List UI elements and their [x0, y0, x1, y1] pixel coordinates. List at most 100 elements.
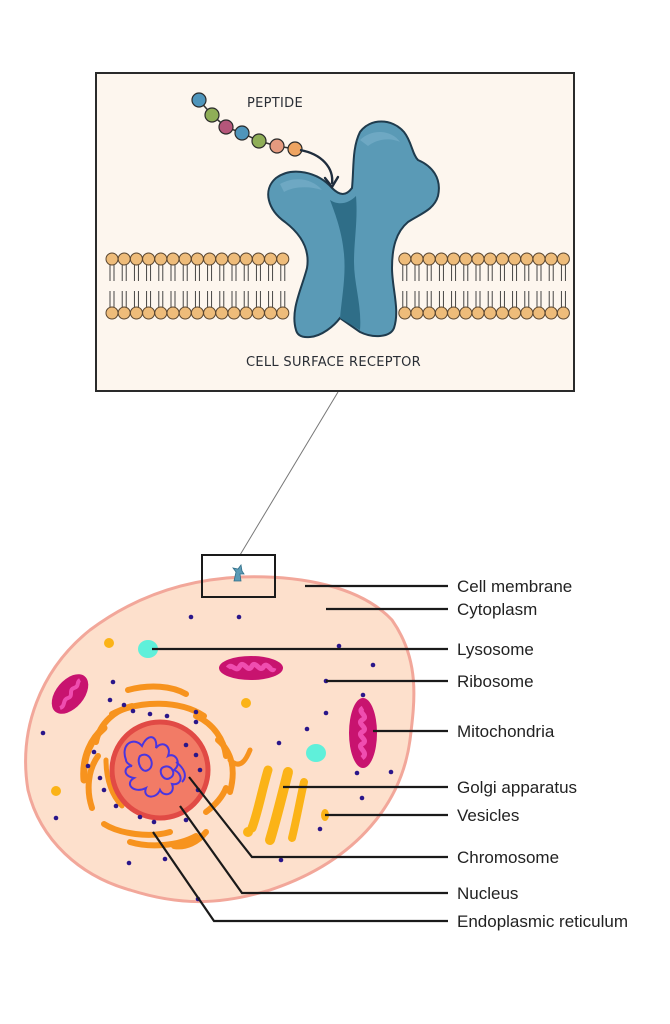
cell-surface-receptor — [267, 120, 440, 339]
lipid-bilayer — [105, 252, 570, 320]
lipid-tail — [170, 265, 176, 281]
lipid-head — [154, 306, 168, 320]
ribosome — [336, 643, 342, 649]
ribosome — [370, 662, 376, 668]
lipid-head — [556, 306, 570, 320]
lipid-head — [215, 306, 229, 320]
ribosome — [236, 614, 242, 620]
lipid-tail — [182, 291, 188, 307]
ribosome — [183, 742, 189, 748]
amino-acid-bead — [269, 138, 285, 154]
ribosome — [101, 787, 107, 793]
lipid-tail — [487, 265, 493, 281]
lipid-head — [447, 306, 461, 320]
ribosome — [317, 826, 323, 832]
lipid-tail — [121, 291, 127, 307]
lipid-head — [203, 306, 217, 320]
lipid-tail — [146, 291, 152, 307]
lipid-tail — [548, 265, 554, 281]
lysosome — [306, 744, 326, 762]
ribosome — [197, 767, 203, 773]
amino-acid-bead — [287, 141, 303, 157]
lipid-head — [276, 306, 290, 320]
ribosome — [193, 709, 199, 715]
lipid-tail — [463, 265, 469, 281]
lipid-tail — [536, 291, 542, 307]
label-vesicles: Vesicles — [457, 806, 519, 825]
receptor-inset: PEPTIDE CELL SURFACE RECEPTOR — [95, 72, 575, 392]
ribosome — [126, 860, 132, 866]
lipid-tail — [158, 265, 164, 281]
label-lysosome: Lysosome — [457, 640, 534, 659]
ribosome — [40, 730, 46, 736]
lipid-head — [520, 252, 534, 266]
lipid-head — [532, 252, 546, 266]
lipid-head — [459, 306, 473, 320]
lipid-tail — [268, 291, 274, 307]
lipid-tail — [170, 291, 176, 307]
lipid-tail — [524, 265, 530, 281]
lipid-tail — [158, 291, 164, 307]
lipid-head — [471, 252, 485, 266]
lipid-tail — [231, 265, 237, 281]
endoplasmic-reticulum — [80, 683, 253, 850]
lipid-head — [495, 252, 509, 266]
lipid-head — [105, 252, 119, 266]
lipid-head — [483, 306, 497, 320]
receptor-label: CELL SURFACE RECEPTOR — [246, 355, 421, 370]
label-nucleus: Nucleus — [457, 884, 518, 903]
lipid-head — [495, 306, 509, 320]
lipid-head — [434, 252, 448, 266]
lipid-head — [215, 252, 229, 266]
lipid-head — [276, 252, 290, 266]
lipid-head — [398, 252, 412, 266]
amino-acid-bead — [218, 119, 234, 135]
vesicle — [104, 638, 114, 648]
lipid-tail — [133, 265, 139, 281]
lipid-head — [398, 306, 412, 320]
label-chromosome: Chromosome — [457, 848, 559, 867]
lipid-tail — [231, 291, 237, 307]
ribosome — [183, 817, 189, 823]
lipid-head — [422, 252, 436, 266]
lipid-head — [227, 306, 241, 320]
lipid-head — [117, 252, 131, 266]
ribosome — [121, 702, 127, 708]
lipid-tail — [243, 265, 249, 281]
lipid-tail — [475, 265, 481, 281]
amino-acid-bead — [234, 125, 250, 141]
lipid-tail — [268, 265, 274, 281]
mitochondrion — [219, 656, 283, 680]
lipid-tail — [207, 265, 213, 281]
lipid-head — [166, 306, 180, 320]
lipid-tail — [438, 265, 444, 281]
lipid-head — [142, 252, 156, 266]
lipid-head — [264, 252, 278, 266]
lipid-tail — [451, 265, 457, 281]
lipid-head — [544, 306, 558, 320]
lipid-tail — [487, 291, 493, 307]
lipid-tail — [414, 291, 420, 307]
lipid-tail — [426, 265, 432, 281]
lipid-head — [459, 252, 473, 266]
lipid-tail — [194, 265, 200, 281]
lipid-head — [154, 252, 168, 266]
lipid-head — [471, 306, 485, 320]
lipid-tail — [438, 291, 444, 307]
ribosome — [164, 713, 170, 719]
lipid-head — [190, 252, 204, 266]
lipid-tail — [402, 291, 408, 307]
ribosome — [323, 710, 329, 716]
ribosome — [162, 856, 168, 862]
lipid-tail — [536, 265, 542, 281]
lipid-head — [410, 252, 424, 266]
lipid-head — [117, 306, 131, 320]
ribosome — [354, 770, 360, 776]
lipid-head — [239, 306, 253, 320]
lipid-head — [556, 252, 570, 266]
lipid-tail — [194, 291, 200, 307]
ribosome — [276, 740, 282, 746]
lipid-head — [410, 306, 424, 320]
lipid-tail — [512, 265, 518, 281]
